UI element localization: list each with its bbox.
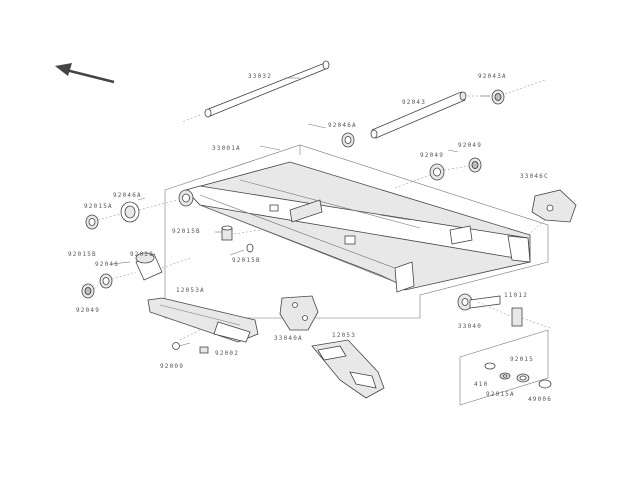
label-92028: 92028 [130,251,154,258]
label-92049b: 92049 [420,152,444,159]
collar-upper [491,89,505,105]
washer-410 [484,362,496,370]
bracket-33040a [279,295,319,331]
label-92002: 92002 [215,350,239,357]
label-92046b: 92046A [113,192,142,199]
label-92015f: 92015A [486,391,515,398]
label-92015d: 92015B [68,251,97,258]
cap-49006 [538,379,552,389]
label-33040a: 33040A [274,335,303,342]
label-92015a: 92015A [84,203,113,210]
label-92046c: 92046 [95,261,119,268]
pivot-shaft [204,60,330,118]
label-33032: 33032 [248,73,272,80]
adjuster-33040 [457,293,501,311]
swingarm-body [185,161,531,293]
bearing-left [120,201,140,223]
seal-left [85,214,99,230]
label-11012: 11012 [504,292,528,299]
label-12053a: 12053A [176,287,205,294]
adjuster-33046c [527,189,577,236]
label-49006: 49006 [528,396,552,403]
collar-right [468,157,482,173]
collar-lower [81,283,95,299]
label-33001a: 33001A [212,145,241,152]
label-92043b: 92043 [402,99,426,106]
washer-92015 [499,372,511,380]
bushing-left [178,189,194,207]
ring-92015a [516,373,530,383]
spacer-small [221,225,233,241]
front-arrow-icon [55,63,115,84]
label-92049c: 92049 [76,307,100,314]
label-92043a: 92043A [478,73,507,80]
label-92049a: 92049 [458,142,482,149]
chain-slipper [311,339,385,399]
label-33046c: 33046C [520,173,549,180]
chain-guard [147,297,259,343]
seal-lower [99,273,113,289]
label-92015e: 92015 [510,356,534,363]
clip-92002 [199,346,209,354]
label-410: 410 [474,381,488,388]
bolt-92009 [172,342,191,350]
label-92015b: 92015B [172,228,201,235]
label-92015c: 92015B [232,257,261,264]
bolt-11012 [511,307,551,329]
label-33040: 33040 [458,323,482,330]
label-12053: 12053 [332,332,356,339]
pivot-sleeve [370,91,467,139]
bushing-right [429,163,445,181]
label-92009: 92009 [160,363,184,370]
washer-small [246,243,254,253]
bushing-upper [341,132,355,148]
sleeve-lower [135,252,163,281]
label-92046a: 92046A [328,122,357,129]
